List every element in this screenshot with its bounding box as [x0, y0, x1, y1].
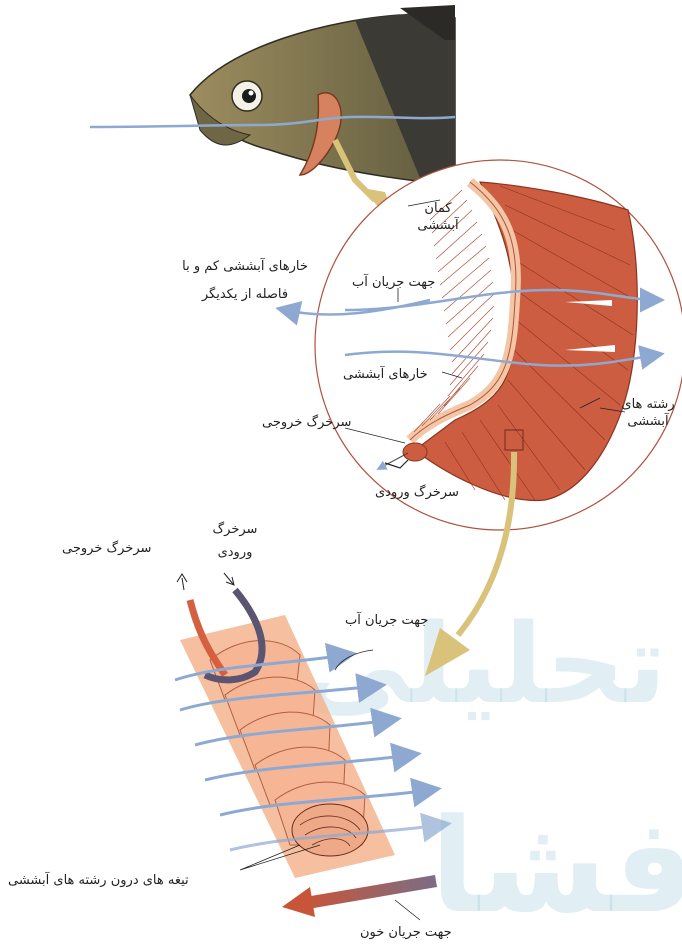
label-gill-filaments: رشته های آبششی: [615, 396, 681, 430]
label-afferent-artery-top: سرخرگ ورودی: [375, 484, 459, 501]
label-lamellae: تیغه های درون رشته های آبششی: [8, 872, 189, 889]
label-efferent-artery-top: سرخرگ خروجی: [262, 414, 351, 431]
label-afferent-artery-bottom: سرخرگ ورودی: [205, 518, 265, 564]
label-water-flow-bottom: جهت جریان آب: [345, 612, 428, 629]
leader-water-bottom: [335, 650, 373, 670]
label-blood-flow: جهت جریان خون: [360, 924, 452, 941]
artery-stub: [403, 443, 427, 461]
label-efferent-artery-bottom: سرخرگ خروجی: [62, 540, 151, 557]
blood-flow-arrow: [282, 875, 437, 920]
fish-head: [190, 5, 455, 185]
label-gill-rakers: خارهای آبششی: [343, 366, 428, 383]
label-few-rakers: خارهای آبششی کم و با فاصله از یکدیگر: [140, 253, 350, 309]
label-water-flow-top: جهت جریان آب: [352, 274, 435, 291]
label-gill-arch: کمان آبششی: [408, 200, 468, 234]
